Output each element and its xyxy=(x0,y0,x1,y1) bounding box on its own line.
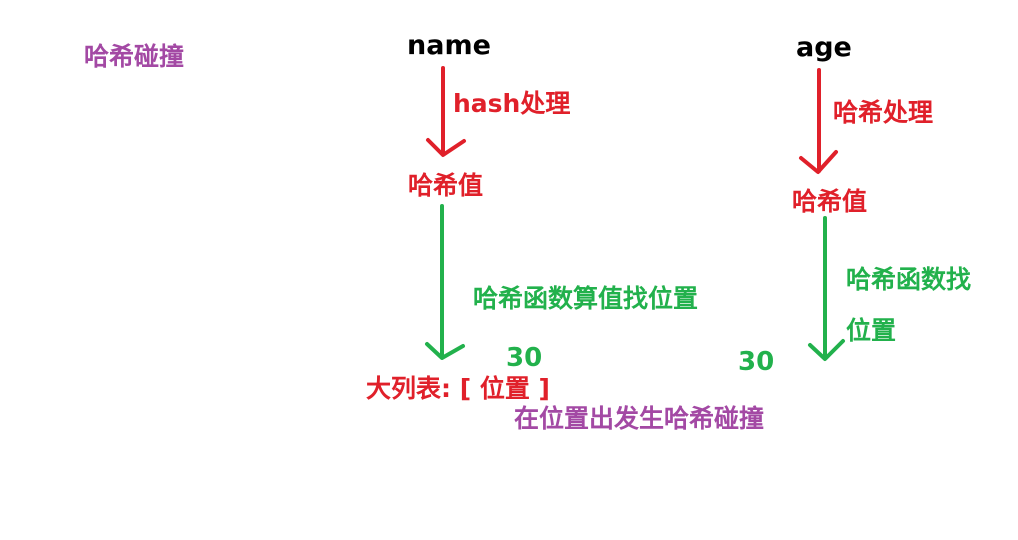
right-hash-step-label: 哈希处理 xyxy=(833,98,934,127)
left-hash-step-label: hash处理 xyxy=(453,89,571,118)
left-index-value: 30 xyxy=(506,343,543,373)
right-hash-value-label: 哈希值 xyxy=(792,187,868,216)
right-index-arrow xyxy=(808,216,845,361)
left-index-arrow xyxy=(425,204,465,360)
right-key-label: age xyxy=(796,32,852,63)
right-index-step-label-line1: 哈希函数找 xyxy=(846,265,972,294)
diagram-title: 哈希碰撞 xyxy=(84,42,185,71)
right-hash-arrow xyxy=(799,68,838,174)
left-key-label: name xyxy=(407,30,491,61)
right-index-step-label-line2: 位置 xyxy=(846,316,897,345)
right-index-value: 30 xyxy=(738,347,775,377)
collision-note: 在位置出发生哈希碰撞 xyxy=(514,404,765,433)
big-list-label: 大列表: [ 位置 ] xyxy=(366,374,550,403)
left-hash-arrow xyxy=(426,66,466,157)
left-index-step-label: 哈希函数算值找位置 xyxy=(473,284,699,313)
left-hash-value-label: 哈希值 xyxy=(408,171,484,200)
